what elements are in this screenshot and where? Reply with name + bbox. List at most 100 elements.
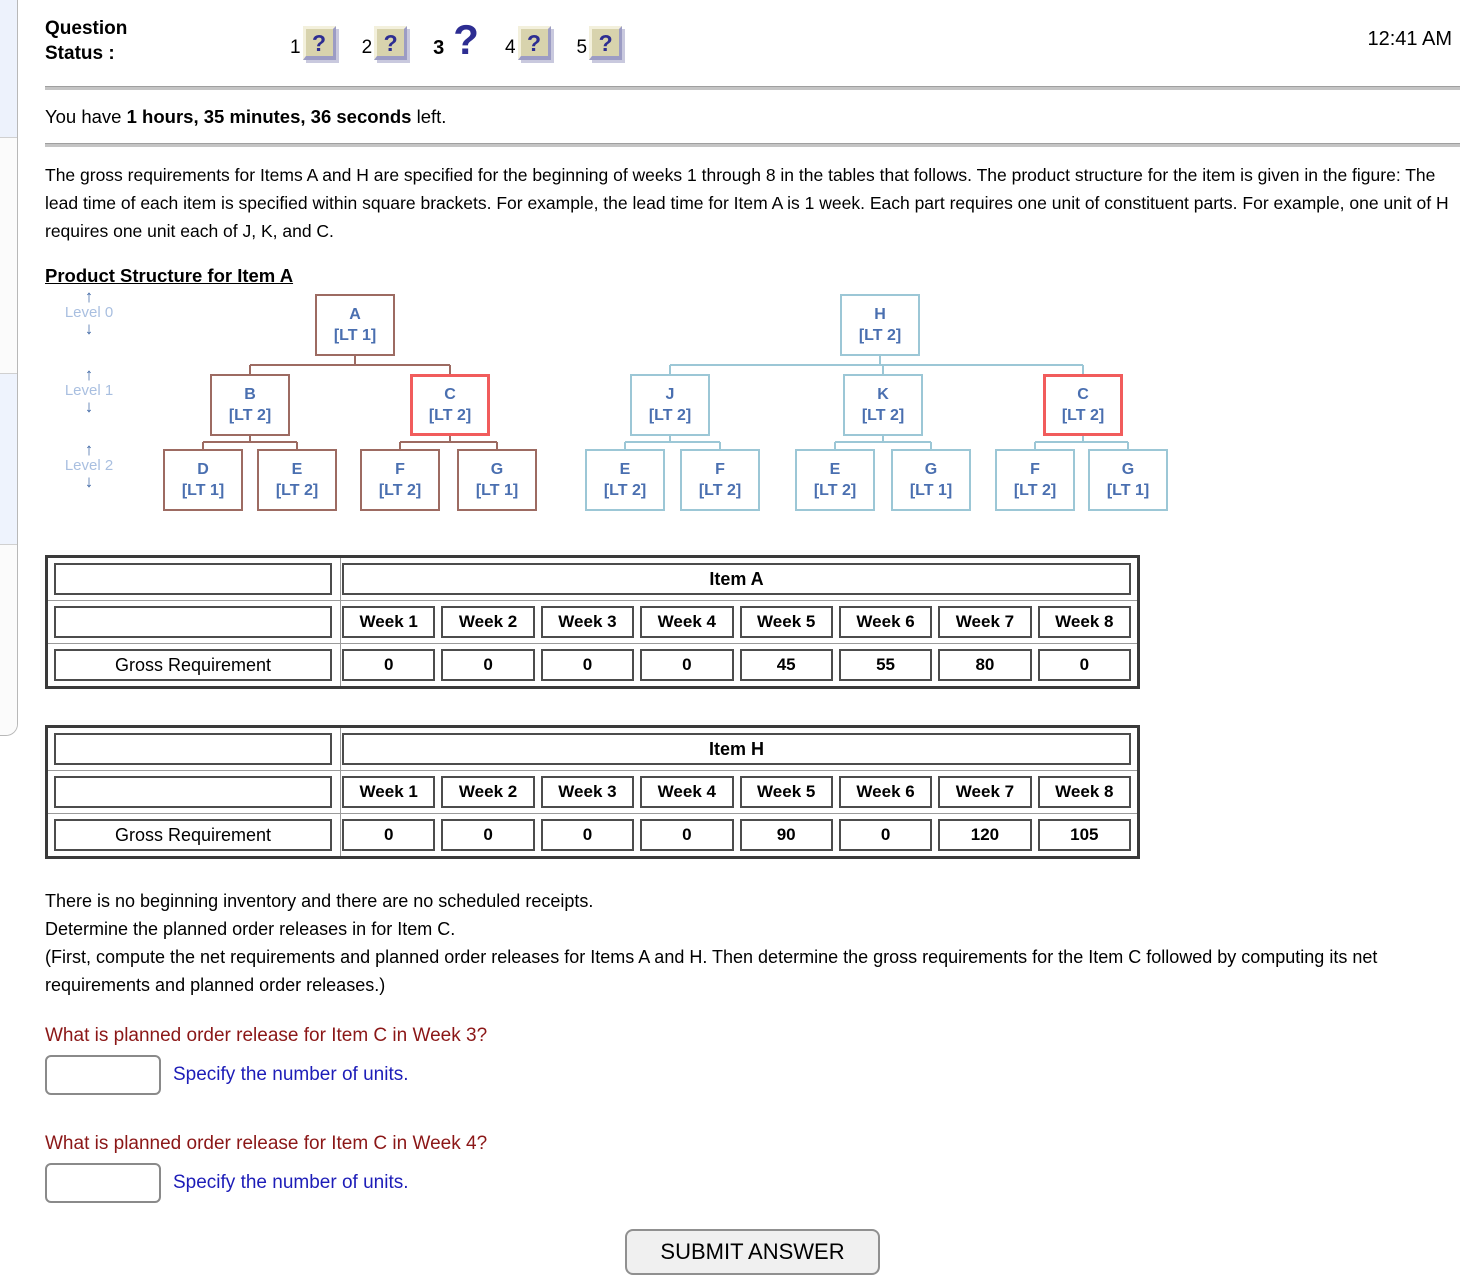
header: Question Status : 1 ? 2 ? 3 ? 4 ? 5 ? — [45, 16, 1460, 86]
level-label: Level 1 — [64, 382, 114, 399]
empty-cell — [54, 733, 332, 765]
node-leadtime: [LT 1] — [181, 482, 225, 499]
answer-input-week4[interactable] — [45, 1163, 161, 1203]
node-leadtime: [LT 2] — [698, 482, 742, 499]
timer-prefix: You have — [45, 106, 127, 127]
product-structure-diagram: ↑ Level 0 ↓ ↑ Level 1 ↓ ↑ Level 2 ↓ A[LT… — [45, 288, 1205, 523]
submit-row: SUBMIT ANSWER — [625, 1229, 1460, 1275]
question-3-current-icon[interactable]: ? — [453, 16, 479, 63]
node-K: K [LT 2] — [843, 374, 923, 436]
node-C2-highlighted: C[LT 2] — [1043, 374, 1123, 436]
node-B: B[LT 2] — [210, 374, 290, 436]
left-edge-segment — [0, 374, 17, 545]
week-header: Week 4 — [640, 606, 734, 638]
week-header: Week 7 — [938, 606, 1032, 638]
value-cell: 90 — [739, 819, 833, 851]
node-G3: G [LT 1] — [1088, 449, 1168, 511]
question-item-4: 4 ? — [505, 26, 551, 60]
value-cell: 0 — [540, 819, 635, 851]
problem-statement: The gross requirements for Items A and H… — [45, 165, 1449, 241]
question-2-button[interactable]: ? — [374, 26, 408, 60]
level-label: Level 2 — [64, 457, 114, 474]
value-cell: 0 — [342, 649, 436, 681]
table-row: Item H — [48, 728, 1137, 770]
empty-cell — [54, 776, 332, 808]
header-divider — [45, 86, 1460, 90]
value-cell: 80 — [938, 649, 1032, 681]
row-label-cell: Gross Requirement — [54, 649, 332, 681]
week-header: Week 5 — [739, 606, 833, 638]
node-label: G — [1121, 461, 1135, 478]
question-4-button[interactable]: ? — [517, 26, 551, 60]
question-mark-icon: ? — [312, 30, 327, 56]
value-cell: 0 — [441, 649, 535, 681]
diagram-title: Product Structure for Item A — [45, 265, 294, 286]
gross-requirements-table-item-h: Item H Week 1 Week 2 Week 3 Week 4 Week … — [45, 725, 1140, 859]
question-mark-icon: ? — [383, 30, 398, 56]
node-leadtime: [LT 1] — [1106, 482, 1150, 499]
status-line1: Question — [45, 18, 128, 39]
question-item-3-current: 3 ? — [433, 16, 479, 63]
empty-cell — [54, 606, 332, 638]
question-status-label: Question Status : — [45, 16, 1460, 66]
node-leadtime: [LT 2] — [861, 407, 905, 424]
question-mark-icon: ? — [526, 30, 542, 56]
node-leadtime: [LT 1] — [333, 327, 377, 344]
note-line: There is no beginning inventory and ther… — [45, 891, 594, 911]
question-number: 5 — [576, 37, 588, 58]
node-label: F — [1030, 461, 1040, 478]
node-label: K — [877, 386, 889, 403]
node-leadtime: [LT 2] — [858, 327, 902, 344]
node-leadtime: [LT 1] — [909, 482, 953, 499]
question-number: 2 — [361, 37, 373, 58]
node-leadtime: [LT 2] — [378, 482, 422, 499]
week-header: Week 5 — [739, 776, 833, 808]
table-row: Item A — [48, 558, 1137, 600]
week-header: Week 2 — [441, 606, 535, 638]
status-line2: Status : — [45, 43, 115, 64]
node-label: B — [244, 386, 256, 403]
node-leadtime: [LT 1] — [475, 482, 519, 499]
node-leadtime: [LT 2] — [1061, 407, 1105, 424]
question-item-2: 2 ? — [362, 26, 408, 60]
week-header: Week 3 — [540, 606, 635, 638]
node-A: A[LT 1] — [315, 294, 395, 356]
node-leadtime: [LT 2] — [275, 482, 319, 499]
week-header: Week 2 — [441, 776, 535, 808]
note-line: (First, compute the net requirements and… — [45, 947, 1378, 995]
left-edge-segment — [0, 0, 17, 138]
week-header: Week 6 — [838, 776, 933, 808]
node-label: G — [924, 461, 938, 478]
question-status-buttons: 1 ? 2 ? 3 ? 4 ? 5 ? — [290, 16, 623, 63]
value-cell: 0 — [640, 649, 734, 681]
timer-value: 1 hours, 35 minutes, 36 seconds — [126, 106, 412, 127]
node-H: H[LT 2] — [840, 294, 920, 356]
down-arrow-icon: ↓ — [84, 319, 94, 338]
question-1-button[interactable]: ? — [302, 26, 336, 60]
left-edge-segment — [0, 138, 17, 374]
question-number-current: 3 — [433, 37, 445, 59]
table-row: Gross Requirement 0 0 0 0 45 55 80 0 — [48, 643, 1137, 686]
week-header: Week 8 — [1037, 606, 1131, 638]
timer-suffix: left. — [411, 106, 447, 127]
table-column-divider — [340, 558, 341, 686]
node-E3: E[LT 2] — [795, 449, 875, 511]
node-label: D — [197, 461, 209, 478]
answer-input-week3[interactable] — [45, 1055, 161, 1095]
node-leadtime: [LT 2] — [603, 482, 647, 499]
up-arrow-icon: ↑ — [84, 365, 94, 384]
tree-connector-lines — [202, 356, 1129, 449]
node-J: J[LT 2] — [630, 374, 710, 436]
table-column-divider — [340, 728, 341, 856]
question-5-button[interactable]: ? — [589, 26, 623, 60]
down-arrow-icon: ↓ — [84, 472, 94, 491]
node-label: E — [291, 461, 303, 478]
week-header: Week 1 — [342, 606, 436, 638]
table-title-cell: Item A — [342, 563, 1131, 595]
left-edge-panel — [0, 0, 18, 736]
submit-answer-button[interactable]: SUBMIT ANSWER — [625, 1229, 880, 1275]
node-D: D [LT 1] — [163, 449, 243, 511]
value-cell: 0 — [342, 819, 436, 851]
question-number: 1 — [290, 37, 301, 58]
